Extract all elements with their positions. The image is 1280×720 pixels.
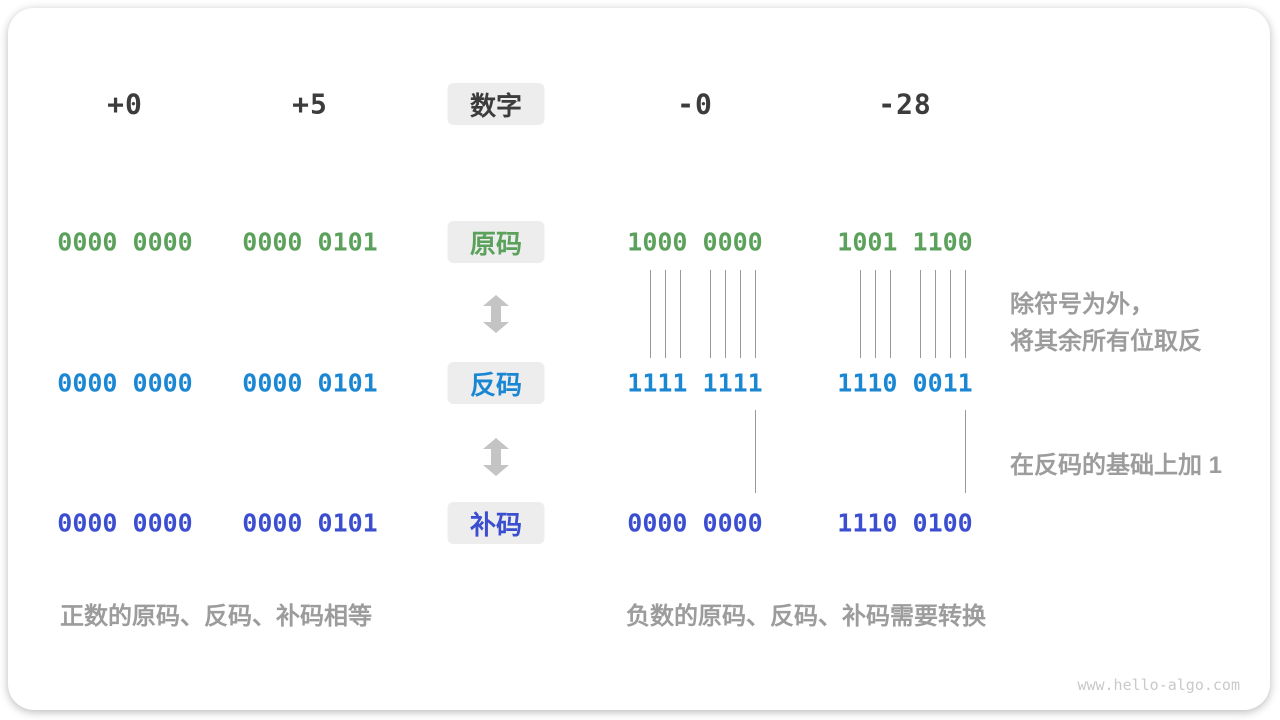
twos-complement-value-neg-zero: 0000 0000 bbox=[627, 508, 763, 538]
header-number-pos-zero: +0 bbox=[107, 87, 143, 121]
bit-flip-line bbox=[965, 270, 966, 358]
header-number-neg-28: -28 bbox=[878, 87, 932, 121]
sign-magnitude-label-box: 原码 bbox=[447, 221, 545, 263]
sign-magnitude-value-pos-five: 0000 0101 bbox=[242, 227, 378, 257]
add-one-line bbox=[755, 410, 756, 493]
twos-complement-value-neg-28: 1110 0100 bbox=[837, 508, 973, 538]
figure-card: +0 +5 数字 -0 -28 0000 0000 0000 0101 原码 1… bbox=[8, 8, 1270, 710]
header-label-box: 数字 bbox=[447, 83, 545, 125]
sign-magnitude-value-neg-28: 1001 1100 bbox=[837, 227, 973, 257]
sign-magnitude-value-neg-zero: 1000 0000 bbox=[627, 227, 763, 257]
caption-negative-numbers: 负数的原码、反码、补码需要转换 bbox=[626, 603, 986, 630]
bit-flip-line bbox=[890, 270, 891, 358]
twos-complement-value-pos-zero: 0000 0000 bbox=[57, 508, 193, 538]
bit-flip-line bbox=[875, 270, 876, 358]
bit-flip-line bbox=[755, 270, 756, 358]
ones-complement-value-neg-28: 1110 0011 bbox=[837, 368, 973, 398]
add-one-line bbox=[965, 410, 966, 493]
ones-complement-value-pos-zero: 0000 0000 bbox=[57, 368, 193, 398]
twos-complement-label-box: 补码 bbox=[447, 502, 545, 544]
watermark-url: www.hello-algo.com bbox=[1077, 676, 1240, 694]
ones-complement-value-neg-zero: 1111 1111 bbox=[627, 368, 763, 398]
double-arrow-icon bbox=[483, 295, 509, 333]
caption-positive-numbers: 正数的原码、反码、补码相等 bbox=[60, 603, 372, 630]
annotation-flip-line2: 将其余所有位取反 bbox=[1010, 328, 1202, 355]
bit-flip-line bbox=[710, 270, 711, 358]
ones-complement-label-box: 反码 bbox=[447, 362, 545, 404]
double-arrow-icon bbox=[483, 438, 509, 476]
bit-flip-line bbox=[860, 270, 861, 358]
bit-flip-line bbox=[920, 270, 921, 358]
bit-flip-line bbox=[680, 270, 681, 358]
header-number-neg-zero: -0 bbox=[677, 87, 713, 121]
bit-flip-line bbox=[650, 270, 651, 358]
bit-flip-line bbox=[725, 270, 726, 358]
ones-complement-value-pos-five: 0000 0101 bbox=[242, 368, 378, 398]
annotation-add-one: 在反码的基础上加 1 bbox=[1010, 452, 1223, 479]
bit-flip-line bbox=[740, 270, 741, 358]
bit-flip-line bbox=[950, 270, 951, 358]
bit-flip-line bbox=[935, 270, 936, 358]
annotation-flip-line1: 除符号为外， bbox=[1010, 291, 1154, 318]
bit-flip-line bbox=[665, 270, 666, 358]
sign-magnitude-value-pos-zero: 0000 0000 bbox=[57, 227, 193, 257]
twos-complement-value-pos-five: 0000 0101 bbox=[242, 508, 378, 538]
header-number-pos-five: +5 bbox=[292, 87, 328, 121]
